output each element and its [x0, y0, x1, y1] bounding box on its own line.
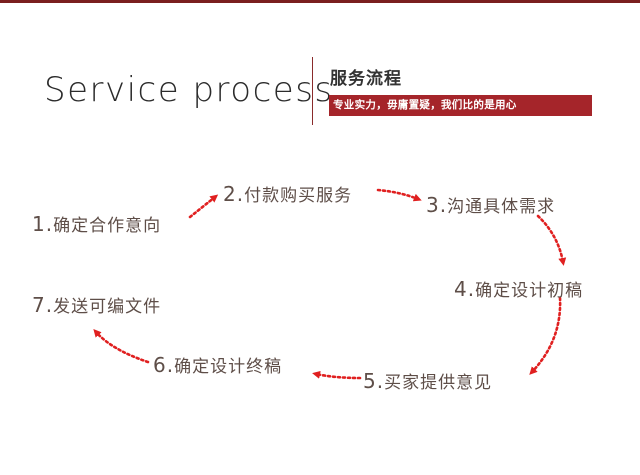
- arrow-3-to-4: [536, 214, 567, 266]
- page-title-en: Service process: [44, 70, 334, 110]
- step-7-label: 发送可编文件: [53, 297, 162, 317]
- step-3-number: 3.: [426, 193, 448, 217]
- step-3: 3.沟通具体需求: [426, 192, 555, 217]
- step-5: 5.买家提供意见: [363, 368, 492, 393]
- step-4-label: 确定设计初稿: [475, 281, 584, 301]
- arrow-4-to-5: [529, 296, 562, 375]
- page-title-cn: 服务流程: [330, 69, 402, 89]
- step-1-label: 确定合作意向: [53, 216, 162, 236]
- step-7: 7.发送可编文件: [32, 292, 161, 317]
- step-6-number: 6.: [153, 353, 175, 377]
- step-1-number: 1.: [32, 212, 54, 236]
- arrow-5-to-6: [312, 370, 362, 380]
- step-4-number: 4.: [454, 277, 476, 301]
- step-2: 2.付款购买服务: [223, 181, 352, 206]
- step-5-label: 买家提供意见: [384, 373, 493, 393]
- step-6: 6.确定设计终稿: [153, 352, 282, 377]
- step-3-label: 沟通具体需求: [447, 197, 556, 217]
- step-4: 4.确定设计初稿: [454, 276, 583, 301]
- step-7-number: 7.: [32, 293, 54, 317]
- step-2-label: 付款购买服务: [244, 186, 353, 206]
- arrow-1-to-2: [188, 194, 219, 219]
- step-5-number: 5.: [363, 369, 385, 393]
- step-1: 1.确定合作意向: [32, 211, 161, 236]
- arrow-6-to-7: [93, 329, 150, 364]
- header: Service process 服务流程 专业实力，毋庸置疑，我们比的是用心: [0, 0, 640, 140]
- step-2-number: 2.: [223, 182, 245, 206]
- title-divider: [312, 57, 313, 125]
- top-rule: [0, 0, 640, 3]
- arrow-2-to-3: [376, 188, 422, 202]
- step-6-label: 确定设计终稿: [174, 357, 283, 377]
- tagline-banner: 专业实力，毋庸置疑，我们比的是用心: [329, 95, 592, 116]
